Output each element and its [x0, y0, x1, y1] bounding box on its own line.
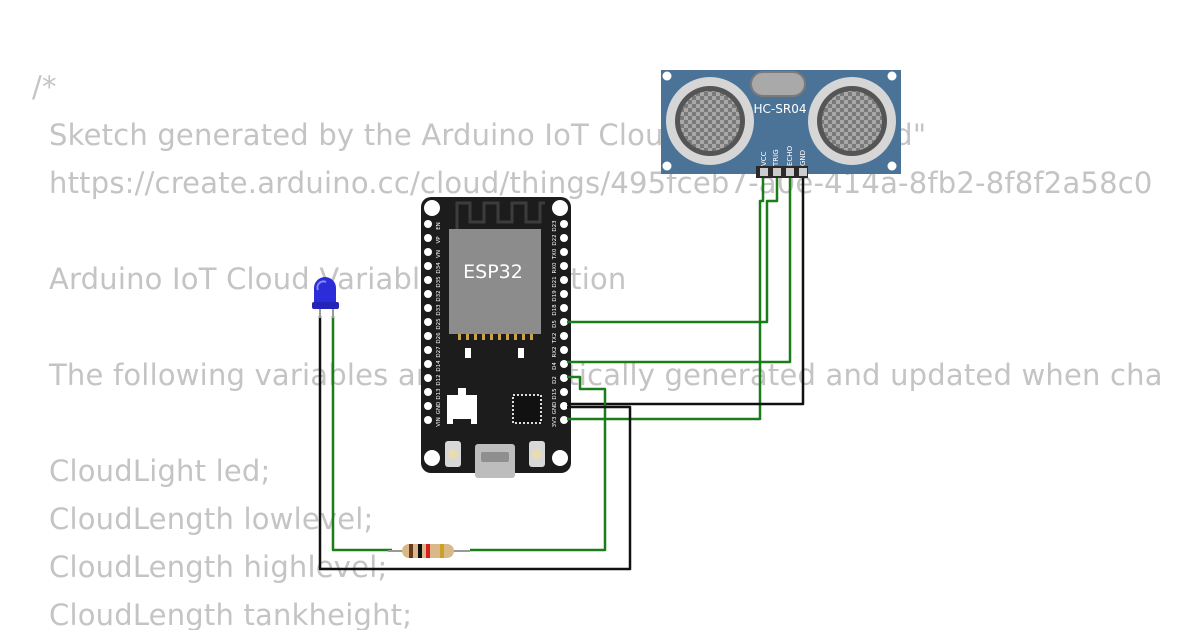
pin-label: D18: [552, 304, 558, 316]
left-pin-holes: [424, 220, 432, 424]
hc-sr04-sensor[interactable]: HC-SR04 VCC TRIG ECHO GND: [661, 70, 901, 178]
mounting-hole: [552, 200, 568, 216]
pin-label: VP: [436, 236, 442, 244]
wire-echo[interactable]: [567, 178, 792, 364]
pin-label: TX0: [552, 248, 558, 260]
sensor-pin-header: [756, 166, 808, 178]
usb-uart-chip: [512, 394, 542, 424]
resistor[interactable]: [388, 544, 470, 558]
crystal-oscillator: [750, 71, 806, 97]
pin-label: D19: [552, 290, 558, 302]
sensor-pin-label: TRIG: [772, 149, 780, 167]
mounting-hole: [424, 450, 440, 466]
pin-label: D25: [436, 318, 442, 330]
pin-label: D26: [436, 332, 442, 344]
smd-component: [518, 348, 524, 358]
chip-label: ESP32: [463, 261, 523, 283]
pin-label: TX2: [552, 333, 558, 345]
pin-label: D32: [436, 290, 442, 301]
led-base: [312, 302, 339, 309]
pin-label: RX0: [552, 262, 558, 274]
sensor-label: HC-SR04: [754, 102, 807, 116]
wire-vcc[interactable]: [567, 178, 765, 421]
blue-led[interactable]: [312, 277, 339, 318]
code-line: https://create.arduino.cc/cloud/things/4…: [49, 166, 1153, 200]
wires: [318, 178, 805, 571]
wire-d2-resistor[interactable]: [470, 375, 607, 552]
pin-label: RX2: [552, 346, 558, 357]
pin-label: VN: [436, 250, 442, 258]
pin-label: GND: [436, 402, 442, 415]
pin-label: D34: [436, 262, 442, 274]
pin-label: D5: [552, 320, 558, 328]
sensor-pin-label: ECHO: [786, 145, 794, 166]
right-pin-holes: [560, 220, 568, 424]
code-line: CloudLength lowlevel;: [49, 502, 374, 536]
pin-label: D35: [436, 276, 442, 288]
code-line: CloudLight led;: [49, 454, 271, 488]
mounting-hole: [424, 200, 440, 216]
esp32-pin-headers: EN VP VN D34 D35 D32 D33 D25 D26 D27 D14…: [424, 220, 568, 427]
pin-label: EN: [436, 222, 442, 230]
antenna-trace: [455, 201, 545, 231]
pin-label: D23: [552, 220, 558, 232]
pin-label: D14: [436, 360, 442, 372]
pin-label: D21: [552, 276, 558, 287]
pin-label: D22: [552, 234, 558, 245]
mounting-hole: [662, 161, 672, 171]
wire-resistor-led[interactable]: [331, 316, 392, 552]
esp32-chip-module: [449, 229, 541, 334]
pin-label: D33: [436, 304, 442, 316]
pin-label: GND: [552, 402, 558, 415]
pin-label: 3V3: [552, 416, 558, 427]
code-line: /*: [32, 70, 57, 104]
wire-gnd-led[interactable]: [318, 316, 632, 571]
wire-gnd-sensor[interactable]: [567, 178, 805, 406]
voltage-regulator: [447, 395, 477, 419]
pin-label: VIN: [436, 417, 442, 427]
pin-label: D15: [552, 388, 558, 400]
mounting-hole: [887, 71, 897, 81]
sensor-pin-label: GND: [799, 150, 807, 166]
pin-label: D2: [552, 376, 558, 384]
pin-label: D27: [436, 346, 442, 358]
esp32-board[interactable]: ESP32: [421, 197, 571, 478]
mounting-hole: [887, 161, 897, 171]
pin-label: D4: [552, 362, 558, 370]
code-line: CloudLength tankheight;: [49, 598, 413, 630]
code-line: CloudLength highlevel;: [49, 550, 388, 584]
smd-component: [465, 348, 471, 358]
mounting-hole: [662, 71, 672, 81]
pin-label: D13: [436, 388, 442, 400]
mounting-hole: [552, 450, 568, 466]
wire-trig[interactable]: [567, 178, 779, 324]
pin-label: D12: [436, 374, 442, 385]
sensor-pin-label: VCC: [760, 151, 768, 166]
